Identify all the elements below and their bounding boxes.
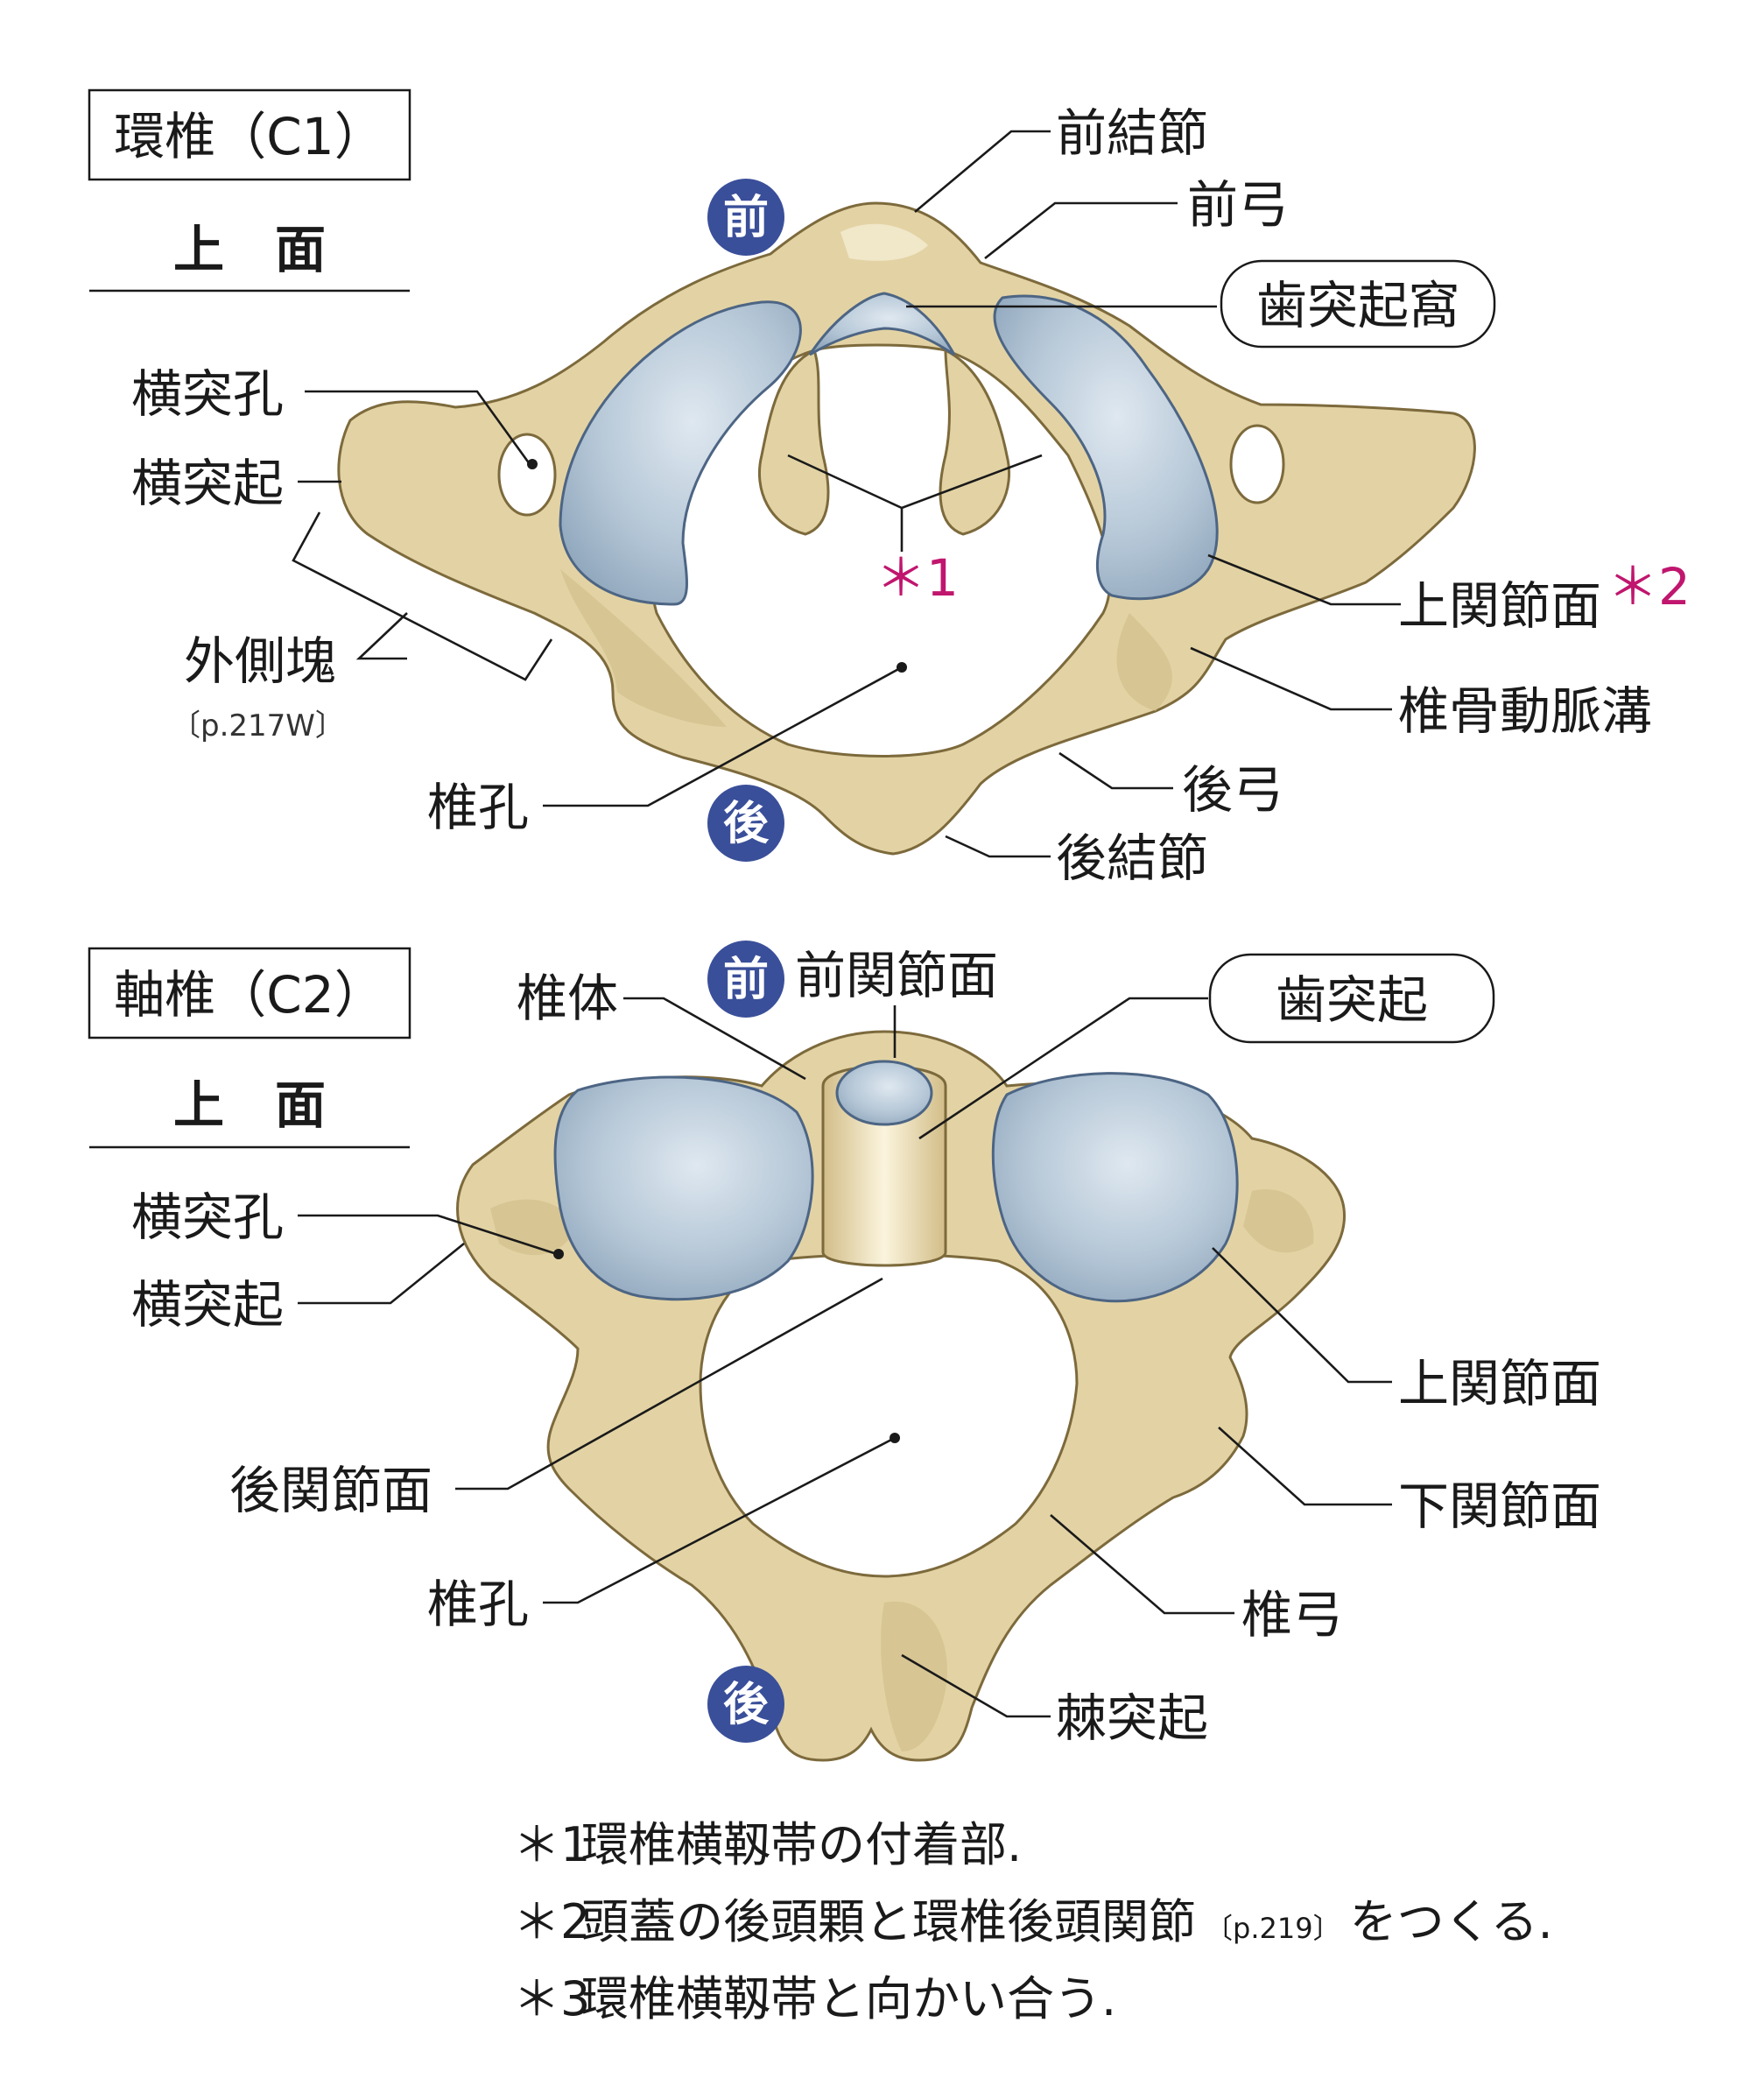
atlas-title-box xyxy=(88,88,411,181)
footnote-3-mark: ＊3 xyxy=(513,1971,590,2026)
footnote-1-mark: ＊1 xyxy=(513,1817,590,1872)
footnote-3-text: 環椎横靱帯と向かい合う. xyxy=(581,1971,1116,2026)
atlas-label-dens-fovea: 歯突起窩 xyxy=(1256,276,1459,335)
atlas-label-lateral-mass: 外側塊 xyxy=(184,631,336,691)
axis-title-box xyxy=(88,947,411,1039)
footnote-1-text: 環椎横靱帯の付着部. xyxy=(581,1817,1022,1872)
atlas-shade-right xyxy=(1116,613,1172,711)
axis-label-anterior-facet: 前関節面 xyxy=(795,946,998,1005)
axis-vertebral-foramen xyxy=(699,1253,1079,1578)
axis-anterior-facet xyxy=(835,1060,933,1126)
axis-left-transverse-shade xyxy=(490,1199,578,1256)
atlas-label-vertebral-foramen: 椎孔 xyxy=(427,778,529,837)
atlas-label-vertebral-artery-groove: 椎骨動脈溝 xyxy=(1398,681,1652,741)
axis-right-superior-facet xyxy=(991,1072,1239,1303)
atlas-leader-lines xyxy=(292,130,1401,858)
axis-front-badge-text: 前 xyxy=(723,954,769,1006)
axis-front-badge xyxy=(707,941,784,1018)
axis-label-vertebral-foramen: 椎孔 xyxy=(427,1575,529,1634)
axis-spinous-groove xyxy=(881,1601,947,1751)
axis-section: 軸椎（C2） 上 面 前 後 xyxy=(88,941,1601,1762)
atlas-label-anterior-arch: 前弓 xyxy=(1187,175,1289,235)
axis-right-transverse-shade xyxy=(1243,1189,1314,1253)
axis-label-dens: 歯突起 xyxy=(1276,970,1428,1030)
atlas-right-transverse-foramen xyxy=(1229,424,1285,504)
atlas-label-transverse-process: 横突起 xyxy=(131,454,284,513)
axis-label-body: 椎体 xyxy=(517,969,618,1028)
atlas-section: 環椎（C1） 上 面 前 後 xyxy=(88,88,1691,888)
axis-leader-lines xyxy=(298,997,1392,1718)
atlas-label-posterior-arch: 後弓 xyxy=(1182,760,1283,820)
atlas-back-badge-text: 後 xyxy=(723,798,770,850)
atlas-dens-fovea-callout xyxy=(1220,259,1496,349)
atlas-view-label: 上 面 xyxy=(173,220,326,279)
footnotes: ＊1 環椎横靱帯の付着部. ＊2 頭蓋の後頭顆と環椎後頭関節〔p.219〕をつく… xyxy=(513,1817,1553,2026)
axis-label-posterior-facet: 後関節面 xyxy=(229,1461,432,1520)
atlas-right-superior-facet xyxy=(993,294,1219,601)
atlas-anterior-highlight xyxy=(840,223,928,261)
atlas-left-transverse-foramen xyxy=(497,433,557,517)
axis-back-badge xyxy=(707,1666,784,1743)
axis-label-lamina: 椎弓 xyxy=(1241,1585,1343,1645)
atlas-superior-facet-mark: ＊2 xyxy=(1607,557,1691,617)
axis-label-transverse-foramen: 横突孔 xyxy=(131,1187,284,1247)
atlas-front-badge xyxy=(707,179,784,256)
footnote-2-mark: ＊2 xyxy=(513,1894,590,1949)
footnote-2-tail: をつくる. xyxy=(1350,1894,1553,1949)
axis-label-superior-facet: 上関節面 xyxy=(1398,1354,1601,1413)
axis-dens-callout xyxy=(1208,953,1495,1044)
axis-title: 軸椎（C2） xyxy=(114,965,384,1025)
atlas-dens-fovea xyxy=(808,292,956,356)
axis-label-transverse-process: 横突起 xyxy=(131,1275,284,1335)
atlas-label-superior-facet: 上関節面 xyxy=(1398,576,1601,636)
axis-back-badge-text: 後 xyxy=(723,1679,770,1731)
axis-label-inferior-facet: 下関節面 xyxy=(1398,1476,1601,1536)
atlas-label-transverse-foramen: 横突孔 xyxy=(131,364,284,424)
axis-view-label: 上 面 xyxy=(173,1075,326,1135)
atlas-note1-mark: ＊1 xyxy=(876,548,959,608)
atlas-title: 環椎（C1） xyxy=(114,107,384,166)
axis-label-spinous-process: 棘突起 xyxy=(1056,1688,1208,1748)
atlas-front-badge-text: 前 xyxy=(723,192,769,244)
atlas-left-tubercle xyxy=(757,348,830,536)
footnote-2-text: 頭蓋の後頭顆と環椎後頭関節 xyxy=(581,1894,1196,1949)
footnote-2-ref: 〔p.219〕 xyxy=(1205,1912,1341,1945)
atlas-left-superior-facet xyxy=(559,300,802,606)
footnote-2-line: 頭蓋の後頭顆と環椎後頭関節〔p.219〕をつくる. xyxy=(581,1894,1553,1949)
atlas-shade-left xyxy=(560,569,727,727)
atlas-label-posterior-tubercle: 後結節 xyxy=(1056,828,1208,888)
axis-left-superior-facet xyxy=(553,1075,814,1301)
atlas-lateral-mass-ref: 〔p.217W〕 xyxy=(171,708,345,743)
atlas-back-badge xyxy=(707,785,784,862)
atlas-label-anterior-tubercle: 前結節 xyxy=(1056,103,1208,163)
